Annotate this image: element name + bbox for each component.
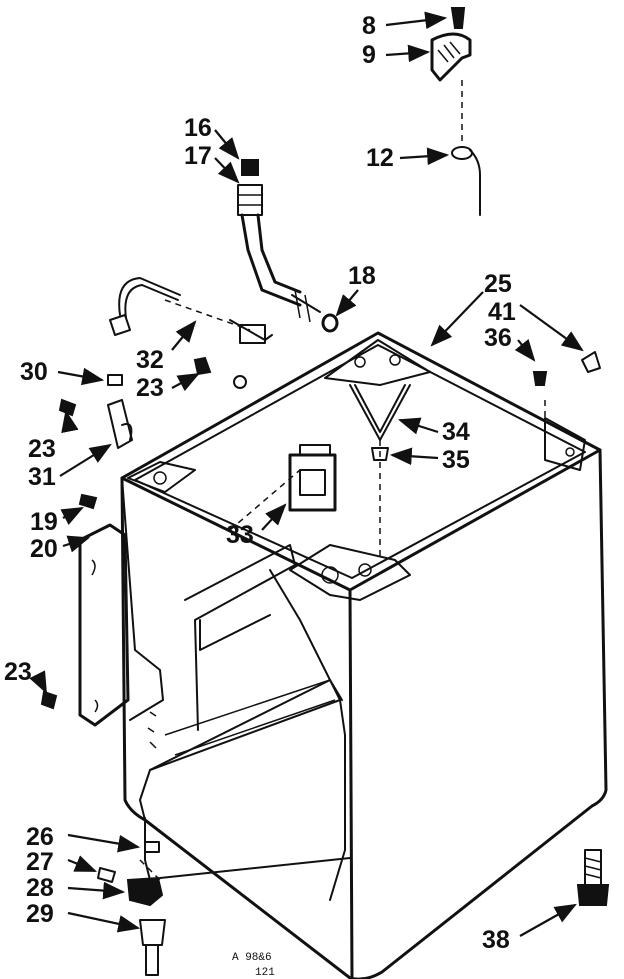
label-31: 31: [28, 463, 56, 491]
label-36: 36: [484, 324, 512, 352]
part-19-screw: [78, 493, 98, 510]
part-32-harness: [109, 277, 273, 344]
cabinet: [120, 331, 608, 979]
part-23-screw-c: [40, 690, 58, 710]
part-41-clip: [581, 351, 601, 373]
label-25: 25: [484, 270, 512, 298]
label-33: 33: [226, 521, 254, 549]
diagram-code: A 98&6: [232, 952, 272, 964]
part-23-screw-b: [58, 398, 77, 417]
label-18: 18: [348, 262, 376, 290]
part-36-bolt: [532, 371, 548, 386]
label-8: 8: [362, 12, 376, 40]
label-12: 12: [366, 144, 394, 172]
label-30: 30: [20, 358, 48, 386]
label-38: 38: [482, 926, 510, 954]
leader-lines: [139, 80, 546, 881]
label-29: 29: [26, 900, 54, 928]
part-30-nut: [107, 374, 123, 386]
label-34: 34: [442, 418, 470, 446]
label-23b: 23: [28, 435, 56, 463]
part-23-screw-a: [193, 356, 247, 389]
label-27: 27: [26, 848, 54, 876]
label-35: 35: [442, 446, 470, 474]
label-26: 26: [26, 823, 54, 851]
part-34-wires: [349, 384, 411, 441]
part-38-leveling-foot: [576, 849, 610, 906]
part-labels: 8 9 12 16 17 18 25 41 36 30 32 23 23 31 …: [4, 12, 516, 979]
callout-arrows: [29, 11, 584, 937]
label-17: 17: [184, 142, 212, 170]
label-32: 32: [136, 346, 164, 374]
label-41: 41: [488, 298, 516, 326]
part-16-17-hose: [237, 159, 321, 323]
part-31-bracket: [107, 399, 133, 449]
label-16: 16: [184, 114, 212, 142]
part-12-grommet: [451, 146, 481, 216]
part-18-ring: [321, 313, 339, 333]
label-19: 19: [30, 508, 58, 536]
diagram-subcode: 121: [255, 967, 275, 979]
label-23c: 23: [4, 658, 32, 686]
label-28: 28: [26, 874, 54, 902]
label-9: 9: [362, 41, 376, 69]
part-35-cap: [371, 447, 389, 461]
part-9-clamp: [430, 32, 472, 82]
part-29-foot: [139, 919, 166, 976]
part-27-pin: [97, 867, 116, 883]
label-20: 20: [30, 535, 58, 563]
part-20-panel: [78, 523, 130, 727]
part-8-screw: [450, 7, 466, 29]
part-28-block: [126, 876, 164, 907]
part-33-switch: [288, 444, 337, 512]
part-26-nut: [144, 841, 160, 853]
label-23a: 23: [136, 374, 164, 402]
